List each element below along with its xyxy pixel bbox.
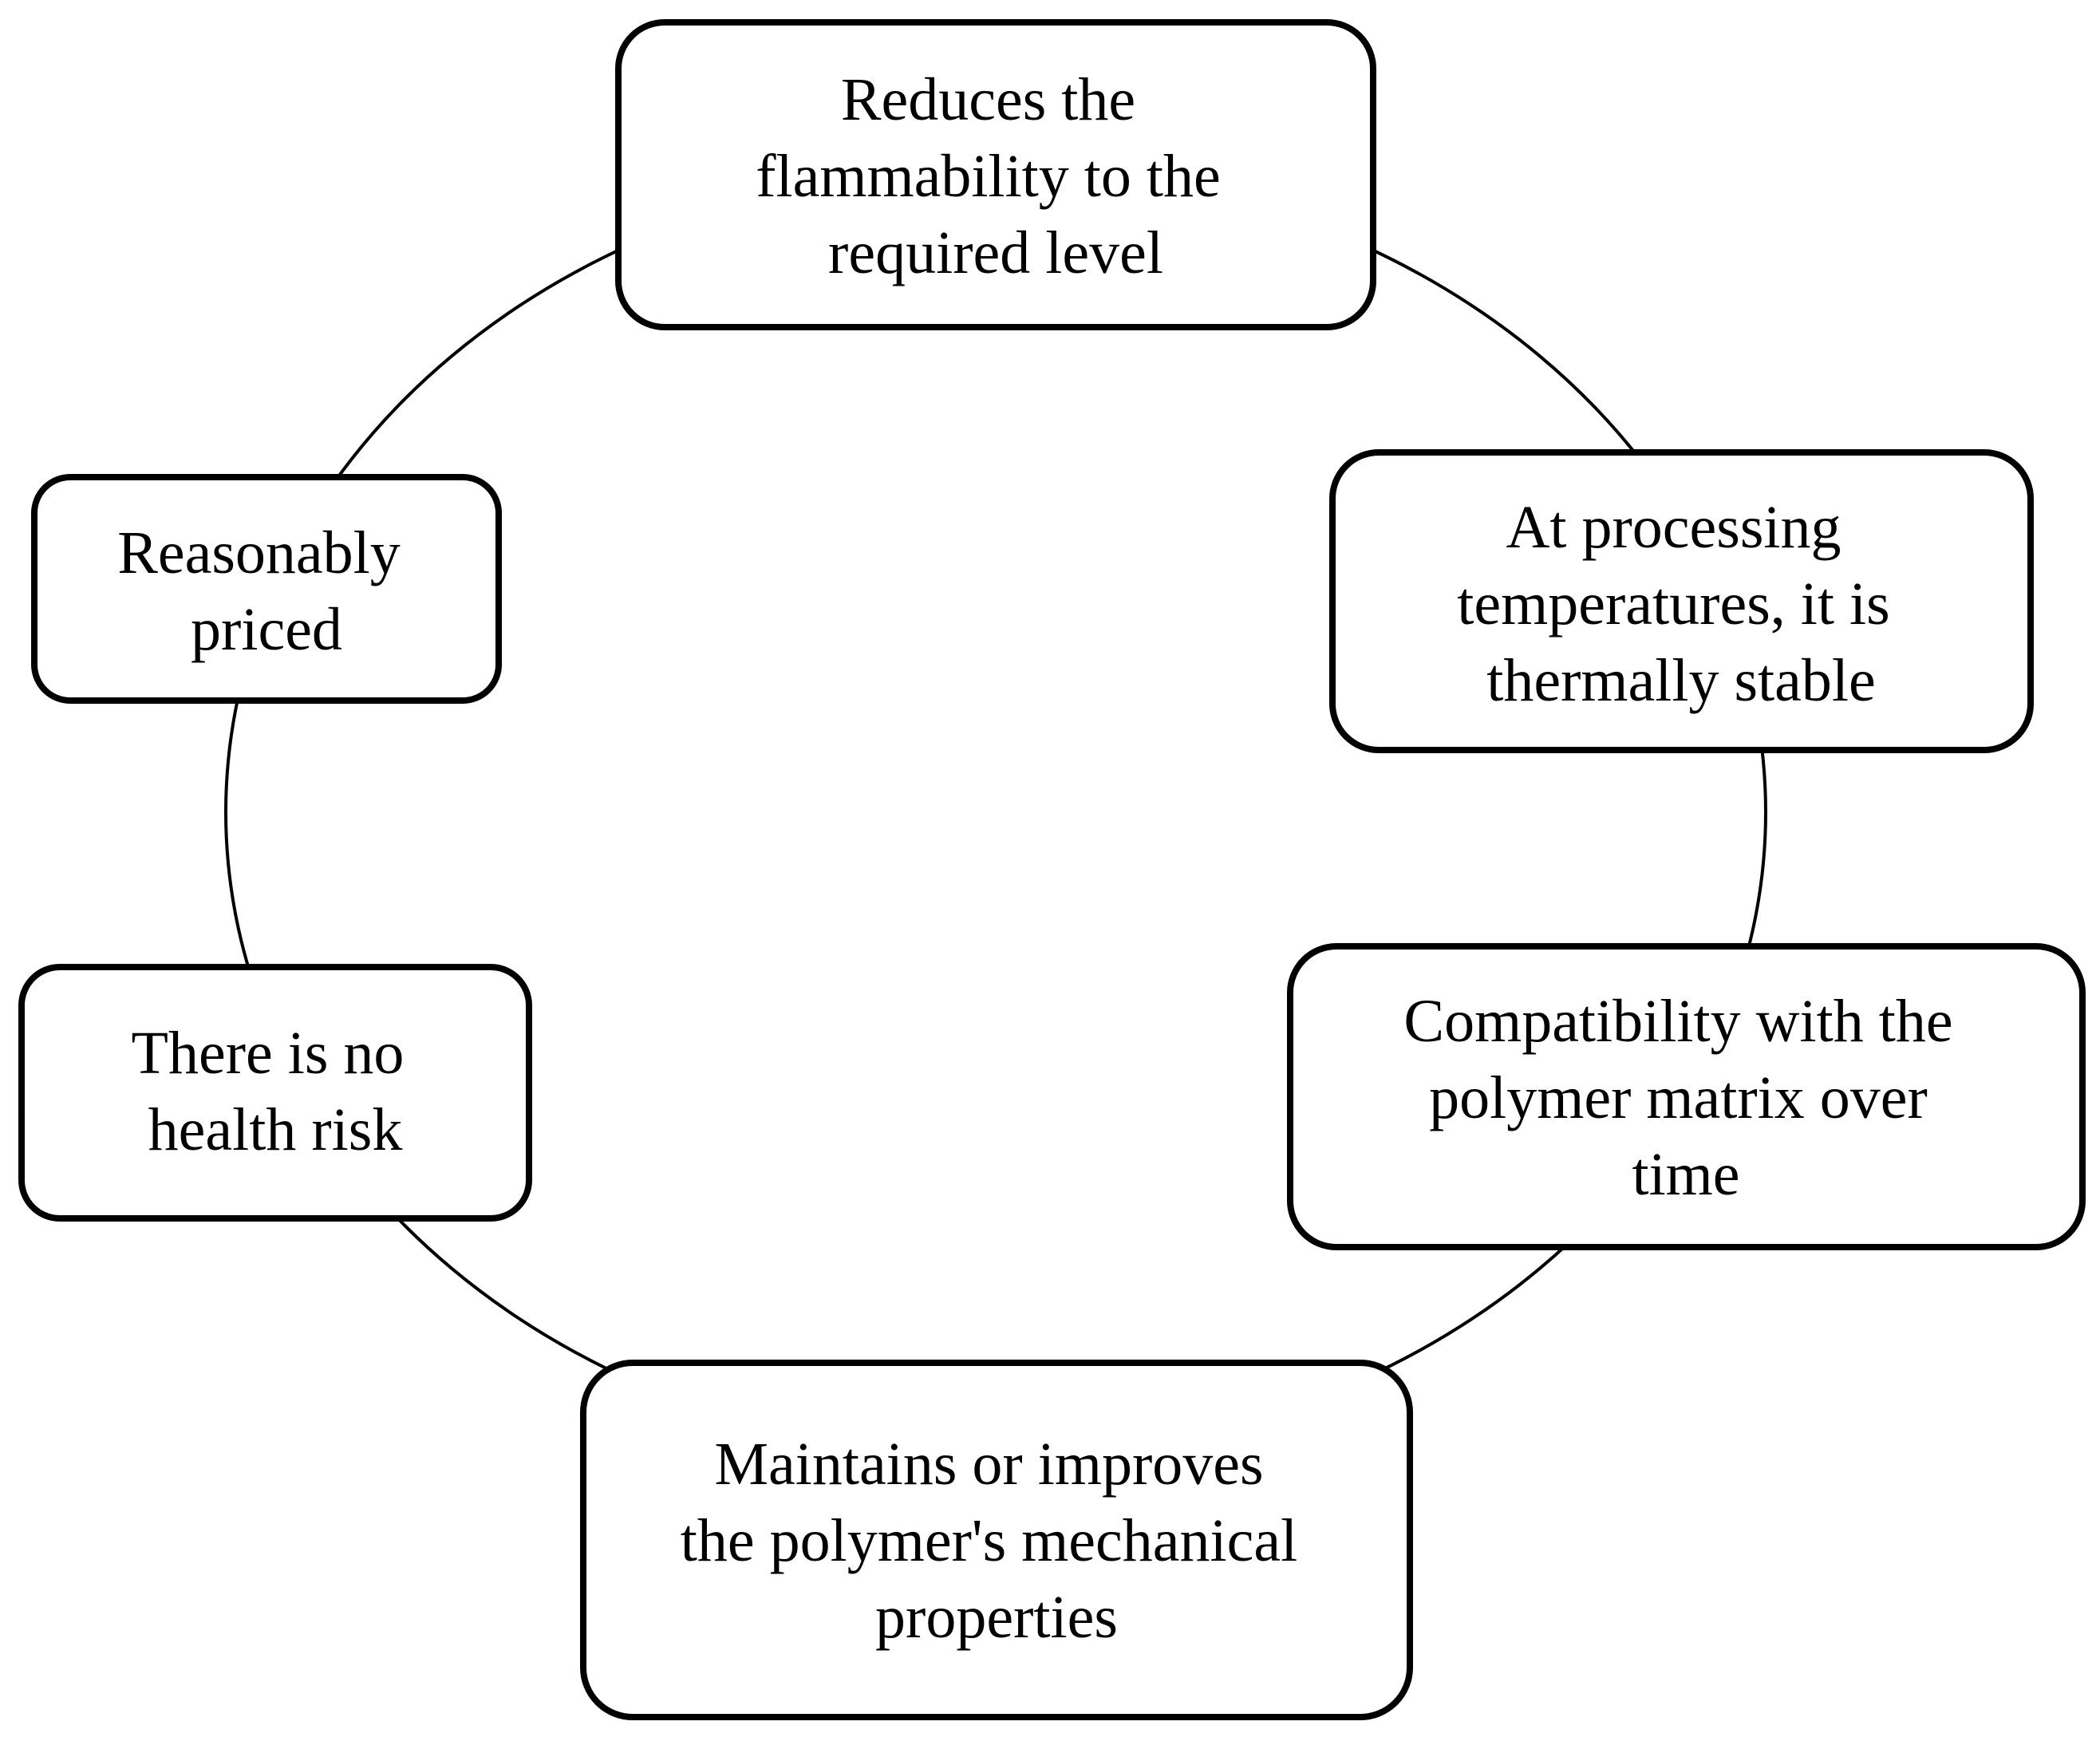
node-compatibility: Compatibility with the polymer matrix ov… (1287, 943, 2086, 1250)
node-line: Maintains or improves (714, 1431, 1263, 1498)
node-price: Reasonably priced (31, 474, 502, 704)
node-line: Reasonably (117, 519, 401, 586)
node-flammability: Reduces the flammability to the required… (615, 19, 1376, 330)
node-line: the polymer's mechanical (681, 1507, 1297, 1574)
node-box-compatibility (1287, 943, 2086, 1250)
node-line: time (1632, 1141, 1739, 1208)
cycle-ring (224, 166, 1767, 1459)
node-line: thermally stable (1486, 647, 1876, 714)
node-label-compatibility: Compatibility with the polymer matrix ov… (1403, 988, 1968, 1208)
node-box-price (31, 474, 502, 704)
node-health: There is no health risk (18, 964, 532, 1222)
node-label-price: Reasonably priced (117, 519, 416, 663)
node-label-flammability: Reduces the flammability to the required… (756, 66, 1236, 286)
node-line: Reduces the (841, 66, 1135, 133)
node-thermal: At processing temperatures, it is therma… (1329, 449, 2034, 753)
node-line: health risk (148, 1096, 403, 1163)
node-line: temperatures, it is (1457, 570, 1889, 638)
node-label-mechanical: Maintains or improves the polymer's mech… (681, 1431, 1312, 1651)
node-line: There is no (132, 1020, 405, 1087)
node-line: At processing (1506, 494, 1841, 561)
node-line: Compatibility with the (1403, 988, 1952, 1055)
node-line: required level (828, 219, 1163, 286)
node-line: polymer matrix over (1429, 1064, 1928, 1131)
node-line: flammability to the (756, 143, 1221, 210)
node-label-thermal: At processing temperatures, it is therma… (1457, 494, 1905, 714)
node-box-flammability (615, 19, 1376, 330)
node-label-health: There is no health risk (132, 1020, 420, 1163)
node-mechanical: Maintains or improves the polymer's mech… (580, 1360, 1413, 1720)
node-box-health (18, 964, 532, 1222)
node-line: properties (875, 1584, 1118, 1651)
node-box-mechanical (580, 1360, 1413, 1720)
node-line: priced (191, 596, 342, 663)
node-box-thermal (1329, 449, 2034, 753)
